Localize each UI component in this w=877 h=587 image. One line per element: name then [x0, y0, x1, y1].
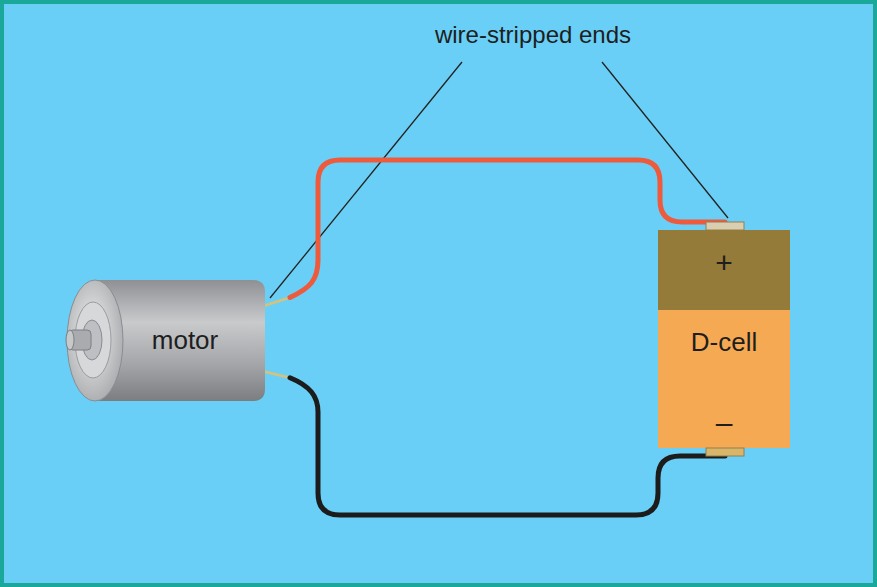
callout-label: wire-stripped ends	[435, 22, 631, 48]
polarity-sign: +	[715, 246, 733, 279]
wire	[265, 372, 725, 515]
stripped-end	[265, 298, 290, 306]
polarity-sign: –	[716, 406, 733, 439]
leader-line	[602, 62, 728, 218]
stripped-end	[265, 372, 290, 378]
battery-cell: + D-cell –	[658, 222, 790, 456]
part-label: D-cell	[691, 328, 757, 357]
leader-line	[270, 62, 462, 298]
motor-body: motor	[65, 278, 265, 403]
wire	[265, 160, 725, 306]
part-label: motor	[152, 326, 218, 355]
